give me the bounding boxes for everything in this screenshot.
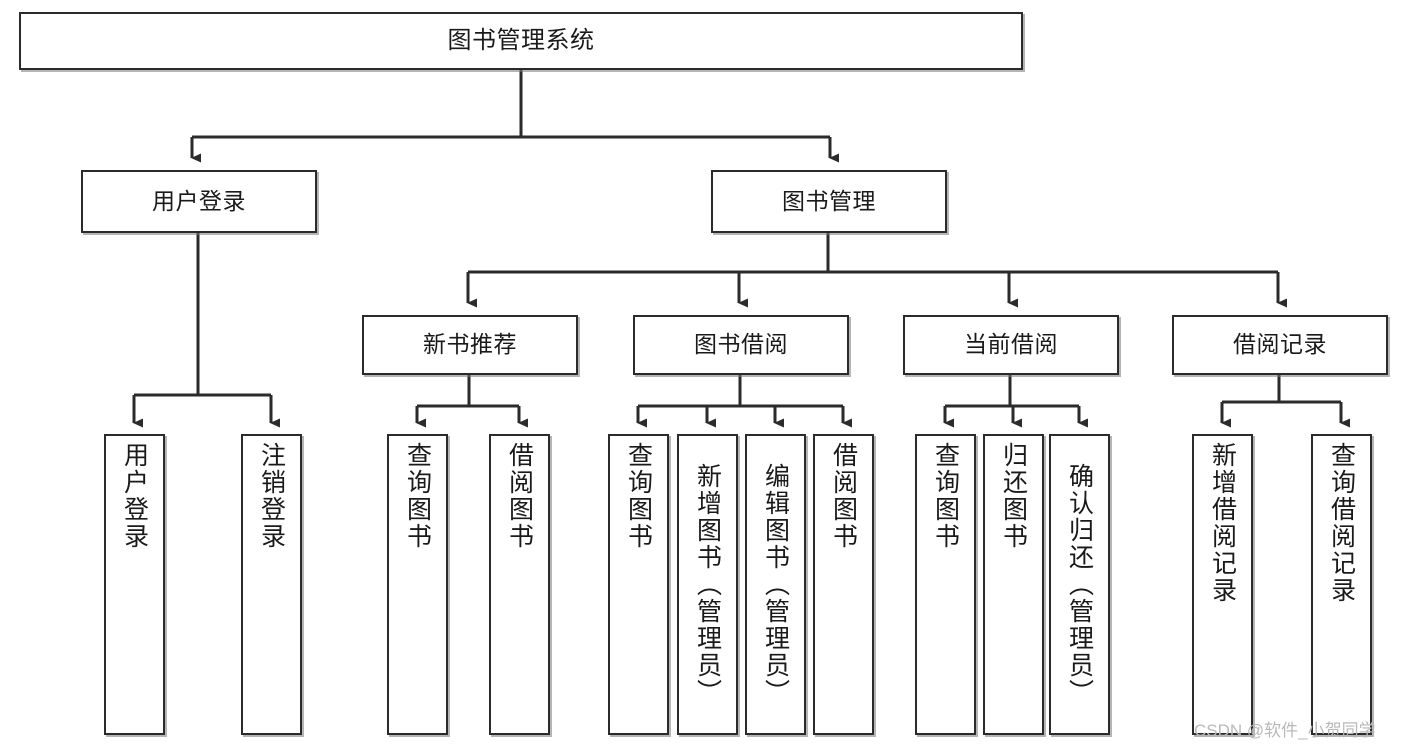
node-label: 确认归还（管理员） [1065,463,1094,706]
node-label: 新书推荐 [423,331,517,358]
node-label: 用户登录 [152,187,246,214]
leaf-edit-book[interactable]: 编辑图书（管理员） [745,434,806,735]
leaf-query-book-3[interactable]: 查询图书 [915,434,976,735]
leaf-add-record[interactable]: 新增借阅记录 [1192,434,1253,735]
node-label: 新增图书（管理员） [693,463,722,706]
node-new-book-recommend[interactable]: 新书推荐 [362,315,578,375]
node-user-login[interactable]: 用户登录 [81,170,317,233]
node-label: 用户登录 [120,442,149,550]
node-label: 编辑图书（管理员） [761,463,790,706]
csdn-watermark: CSDN @软件_小贺同学 [1194,721,1376,740]
node-label: 借阅图书 [505,442,534,550]
leaf-confirm-return[interactable]: 确认归还（管理员） [1049,434,1110,735]
leaf-add-book[interactable]: 新增图书（管理员） [677,434,738,735]
leaf-return-book[interactable]: 归还图书 [983,434,1044,735]
node-current-borrow[interactable]: 当前借阅 [903,315,1119,375]
leaf-user-login[interactable]: 用户登录 [104,434,165,735]
leaf-query-book-1[interactable]: 查询图书 [387,434,448,735]
leaf-borrow-book-1[interactable]: 借阅图书 [489,434,550,735]
leaf-borrow-book-2[interactable]: 借阅图书 [813,434,874,735]
node-label: 图书借阅 [694,331,788,358]
node-label: 查询借阅记录 [1327,442,1356,604]
leaf-query-record[interactable]: 查询借阅记录 [1311,434,1372,735]
node-label: 图书管理 [782,187,876,214]
node-label: 查询图书 [403,442,432,550]
node-label: 归还图书 [999,442,1028,550]
leaf-query-book-2[interactable]: 查询图书 [608,434,669,735]
node-label: 新增借阅记录 [1208,442,1237,604]
node-root-system[interactable]: 图书管理系统 [19,12,1023,70]
node-label: 借阅图书 [829,442,858,550]
node-label: 查询图书 [931,442,960,550]
node-label: 图书管理系统 [447,26,595,54]
node-label: 当前借阅 [964,331,1058,358]
node-label: 查询图书 [624,442,653,550]
node-borrow-record[interactable]: 借阅记录 [1172,315,1388,375]
node-label: 借阅记录 [1233,331,1327,358]
node-book-manage[interactable]: 图书管理 [711,170,947,233]
leaf-logout[interactable]: 注销登录 [241,434,302,735]
node-book-borrow[interactable]: 图书借阅 [633,315,849,375]
node-label: 注销登录 [257,442,286,550]
